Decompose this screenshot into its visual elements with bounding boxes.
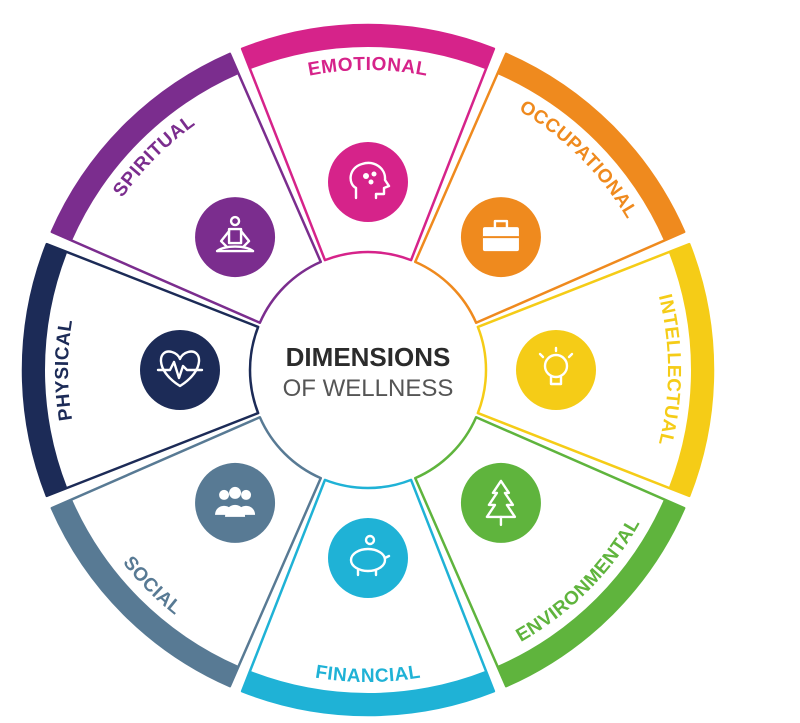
segment-band	[51, 499, 239, 687]
segment-band	[668, 244, 713, 496]
lightbulb-icon	[538, 346, 574, 386]
segment-band	[242, 24, 494, 70]
dimension-physical: PHYSICAL	[21, 242, 260, 498]
icon-circle	[195, 197, 276, 278]
icon-circle	[516, 330, 596, 410]
segment-band	[497, 499, 685, 687]
piggy-bank-icon	[349, 534, 391, 577]
dimension-spiritual: SPIRITUAL	[50, 52, 323, 325]
meditation-icon	[215, 215, 255, 253]
icon-circle	[460, 462, 541, 543]
center-subtitle: OF WELLNESS	[283, 375, 454, 402]
people-group-icon	[215, 486, 256, 517]
segment-band	[242, 670, 494, 715]
icon-circle	[195, 462, 276, 543]
dimension-social: SOCIAL	[50, 415, 323, 688]
segment-band	[497, 53, 685, 241]
center-title: DIMENSIONS	[286, 342, 451, 372]
brain-head-icon	[349, 161, 391, 200]
segment-band	[23, 244, 68, 496]
heart-pulse-icon	[156, 350, 204, 388]
wheel-center: DIMENSIONS OF WELLNESS	[268, 270, 468, 470]
dimension-occupational: OCCUPATIONAL	[413, 52, 686, 325]
icon-circle	[328, 142, 408, 222]
dimension-emotional: EMOTIONAL	[240, 23, 496, 262]
icon-circle	[328, 518, 408, 598]
dimension-financial: FINANCIAL	[240, 478, 496, 717]
dimension-intellectual: INTELLECTUAL	[476, 242, 715, 498]
icon-circle	[140, 330, 220, 410]
briefcase-icon	[482, 219, 519, 252]
tree-icon	[485, 479, 517, 527]
segment-band	[51, 53, 239, 241]
dimension-label: PHYSICAL	[52, 318, 77, 422]
